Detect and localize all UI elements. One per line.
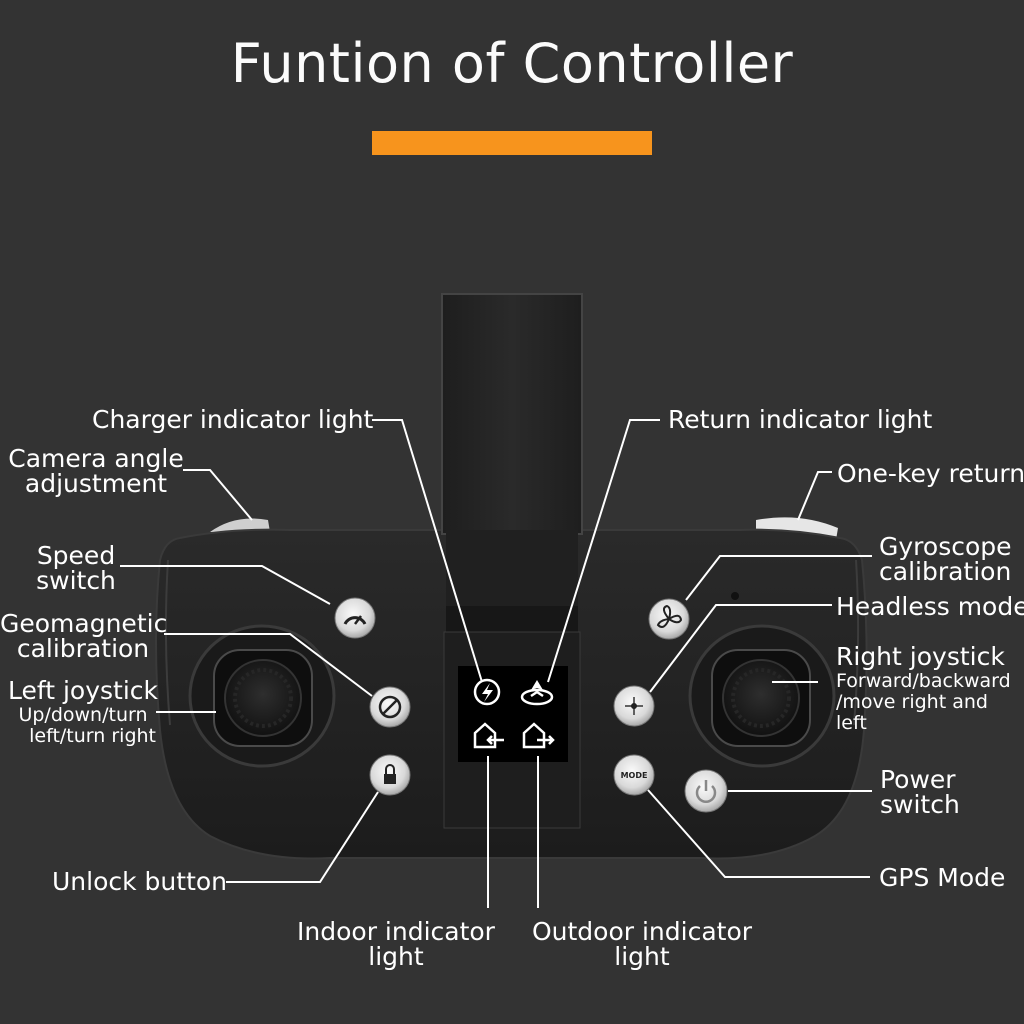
speedometer-icon [343,615,367,625]
label-left-joystick-desc-1: Up/down/turn [18,704,148,726]
leader-speed [120,565,331,605]
compass-circle-icon [378,695,402,719]
label-right-joystick-title: Right joystick [836,642,1005,671]
leader-one-key-return [797,471,832,521]
leader-lines [120,419,872,908]
label-gyroscope-line2: calibration [879,557,1012,586]
label-geomagnetic-line1: Geomagnetic [0,609,168,638]
speed-switch-button[interactable] [334,597,376,639]
label-outdoor-indicator-line2: light [614,942,670,971]
leader-geomagnetic [164,633,373,697]
label-right-joystick-desc-1: Forward/backward [836,670,1011,692]
label-indoor-indicator-line2: light [368,942,424,971]
label-geomagnetic-line2: calibration [16,634,150,663]
power-switch-button[interactable] [684,769,728,813]
left-joystick[interactable] [188,624,336,768]
label-right-joystick: Right joystick Forward/backward /move ri… [836,644,1011,734]
label-unlock-button: Unlock button [52,867,228,896]
charger-indicator-light [473,678,501,706]
label-gyroscope: Gyroscope calibration [879,534,1012,584]
label-left-joystick: Left joystick Up/down/turn left/turn rig… [4,678,162,747]
geomagnetic-calibration-button[interactable] [369,686,411,728]
compass-icon [625,697,643,715]
leader-return [547,419,660,683]
label-right-joystick-desc-3: left [836,711,867,734]
leader-unlock [226,791,379,883]
label-indoor-indicator: Indoor indicator light [292,919,500,969]
label-indoor-indicator-line1: Indoor indicator [297,917,495,946]
label-camera-angle-line2: adjustment [24,469,168,498]
label-headless-mode: Headless mode [836,592,1024,621]
label-left-joystick-title: Left joystick [7,676,158,705]
title-accent-bar [372,131,652,155]
label-camera-angle: Camera angle adjustment [4,446,188,496]
label-geomagnetic: Geomagnetic calibration [0,609,168,663]
label-speed-switch-line2: switch [36,566,116,595]
label-gps-mode: GPS Mode [879,863,1006,892]
label-one-key-return: One-key return [837,459,1024,488]
right-joystick[interactable] [688,624,836,768]
label-power-switch-line2: switch [880,790,960,819]
leader-gyroscope [685,555,872,601]
label-gyroscope-line1: Gyroscope [879,532,1012,561]
leader-charger [372,419,483,683]
label-right-joystick-desc-2: /move right and [836,690,988,713]
label-camera-angle-line1: Camera angle [8,444,184,473]
leader-camera-angle [183,469,253,521]
label-left-joystick-desc-2: left/turn right [29,724,156,747]
label-power-switch: Power switch [880,767,960,817]
house-arrow-out-icon [522,722,555,749]
gps-mode-button[interactable]: MODE [613,754,655,796]
lightning-icon [473,678,501,706]
leader-headless [649,604,832,693]
label-speed-switch-line1: Speed [36,541,116,570]
house-arrow-in-icon [473,722,504,749]
camera-angle-wheel[interactable] [210,518,270,533]
indoor-indicator-light [473,722,504,749]
propeller-icon [656,604,683,628]
gyroscope-calibration-button[interactable] [648,598,690,640]
lock-icon [384,764,396,784]
page-title: Funtion of Controller [230,32,794,95]
return-home-icon [520,680,554,706]
label-outdoor-indicator-line1: Outdoor indicator [531,917,753,946]
microphone-dot [731,592,739,600]
return-indicator-light [520,680,554,706]
unlock-button[interactable] [369,754,411,796]
label-speed-switch: Speed switch [30,543,122,593]
label-charger-indicator: Charger indicator light [92,405,374,434]
leader-gps [647,789,870,878]
label-return-indicator: Return indicator light [668,405,933,434]
label-power-switch-line1: Power [880,765,956,794]
headless-mode-button[interactable] [613,685,655,727]
power-icon [695,780,717,803]
label-outdoor-indicator: Outdoor indicator light [528,919,756,969]
gps-mode-button-text: MODE [621,771,648,780]
outdoor-indicator-light [522,722,555,749]
